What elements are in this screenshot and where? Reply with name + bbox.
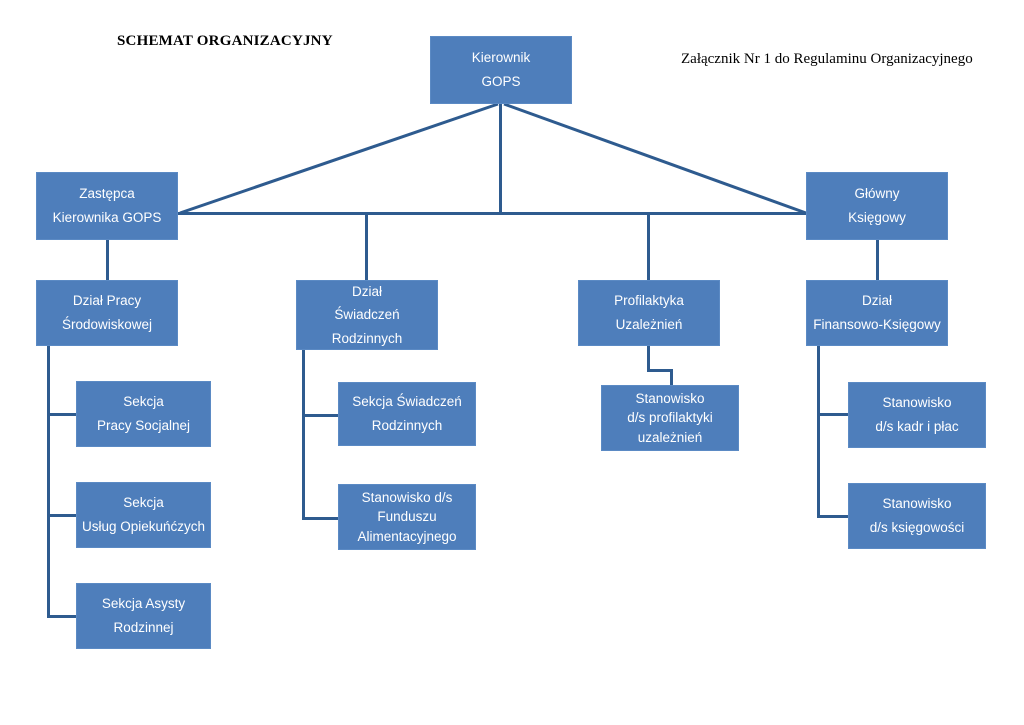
node-line-2: d/s profilaktyki bbox=[627, 410, 713, 426]
node-sekcja-pracy-socjalnej[interactable]: Sekcja Pracy Socjalnej bbox=[76, 381, 211, 447]
node-stanowisko-kadr-i-plac[interactable]: Stanowisko d/s kadr i płac bbox=[848, 382, 986, 448]
node-line-1: Sekcja bbox=[123, 394, 164, 410]
node-line-1: Dział bbox=[351, 283, 382, 299]
node-dzial-pracy-srodowiskowej[interactable]: Dział Pracy Środowiskowej bbox=[36, 280, 178, 346]
node-sekcja-uslug-opiekunczych[interactable]: Sekcja Usług Opiekuńćzych bbox=[76, 482, 211, 548]
connector-stub-sekcja-asysty bbox=[47, 615, 76, 618]
node-line-1: Stanowisko bbox=[882, 395, 952, 411]
node-zastepca-kierownika[interactable]: Zastępca Kierownika GOPS bbox=[36, 172, 178, 240]
connector-spine-dzial-pracy bbox=[47, 346, 50, 618]
node-line-2: d/s księgowości bbox=[869, 520, 965, 535]
node-line-2: Kierownika GOPS bbox=[52, 210, 162, 225]
connector-zastepca-to-dzial-pracy bbox=[106, 240, 109, 280]
node-line-1: Sekcja Świadczeń bbox=[352, 394, 462, 410]
connector-profilaktyka-elbow bbox=[647, 369, 673, 372]
connector-kierownik-to-bus bbox=[499, 104, 502, 214]
connector-stub-stanowisko-kadry bbox=[817, 413, 848, 416]
node-line-2: Pracy Socjalnej bbox=[96, 418, 191, 433]
node-line-1: Główny bbox=[854, 186, 900, 202]
node-line-1: Dział bbox=[861, 293, 892, 309]
connector-elbow-to-stanowisko-profilaktyki bbox=[670, 369, 673, 387]
node-line-1: Stanowisko bbox=[882, 496, 952, 512]
node-line-1: Zastępca bbox=[79, 186, 135, 202]
connector-stub-stanowisko-fa bbox=[302, 517, 338, 520]
node-dzial-finansowo-ksiegowy[interactable]: Dział Finansowo-Księgowy bbox=[806, 280, 948, 346]
node-line-1: Kierownik bbox=[471, 50, 531, 66]
node-line-1: Profilaktyka bbox=[614, 293, 684, 309]
node-line-1: Stanowisko d/s bbox=[361, 489, 453, 505]
node-line-3: Alimentacyjnego bbox=[357, 528, 457, 544]
node-line-3: Rodzinnych bbox=[331, 330, 403, 346]
node-line-1: Sekcja bbox=[123, 495, 164, 511]
node-line-2: d/s kadr i płac bbox=[875, 419, 959, 434]
node-dzial-swiadczen-rodzinnych[interactable]: Dział Świadczeń Rodzinnych bbox=[296, 280, 438, 350]
connector-glowny-ksiegowy-to-dzial-finansowy bbox=[876, 240, 879, 280]
connector-stub-stanowisko-ksiegowosci bbox=[817, 515, 848, 518]
connector-spine-dzial-finansowy bbox=[817, 346, 820, 518]
node-stanowisko-profilaktyki-uzaleznien[interactable]: Stanowisko d/s profilaktyki uzależnień bbox=[601, 385, 739, 451]
node-line-2: Świadczeń bbox=[334, 307, 400, 323]
node-line-2: Rodzinnej bbox=[113, 620, 174, 635]
connector-stub-sekcja-pracy bbox=[47, 413, 76, 416]
node-glowny-ksiegowy[interactable]: Główny Księgowy bbox=[806, 172, 948, 240]
node-line-2: Finansowo-Księgowy bbox=[813, 317, 941, 332]
annex-reference-note: Załącznik Nr 1 do Regulaminu Organizacyj… bbox=[681, 51, 973, 67]
node-sekcja-asysty-rodzinnej[interactable]: Sekcja Asysty Rodzinnej bbox=[76, 583, 211, 649]
node-line-2: Rodzinnych bbox=[371, 418, 443, 433]
connector-stub-sekcja-swiadczen bbox=[302, 414, 338, 417]
connector-bus-to-profilaktyka bbox=[647, 212, 650, 280]
node-line-2: Usług Opiekuńćzych bbox=[81, 519, 206, 534]
node-line-1: Stanowisko bbox=[635, 390, 705, 406]
node-kierownik-gops[interactable]: Kierownik GOPS bbox=[430, 36, 572, 104]
node-line-2: GOPS bbox=[481, 74, 521, 89]
node-stanowisko-funduszu-alimentacyjnego[interactable]: Stanowisko d/s Funduszu Alimentacyjnego bbox=[338, 484, 476, 550]
node-line-2: Księgowy bbox=[848, 210, 906, 225]
node-line-1: Dział Pracy bbox=[72, 293, 142, 309]
node-line-2: Środowiskowej bbox=[61, 317, 153, 332]
page-title: SCHEMAT ORGANIZACYJNY bbox=[117, 33, 333, 49]
node-line-2: Uzależnień bbox=[615, 317, 683, 332]
node-line-1: Sekcja Asysty bbox=[101, 596, 186, 612]
connector-spine-dzial-swiadczen bbox=[302, 350, 305, 520]
connector-horizontal-bus bbox=[178, 212, 808, 215]
connector-stub-sekcja-uslug bbox=[47, 514, 76, 517]
node-line-3: uzależnień bbox=[637, 429, 703, 445]
connector-bus-to-dzial-swiadczen bbox=[365, 212, 368, 280]
node-stanowisko-ksiegowosci[interactable]: Stanowisko d/s księgowości bbox=[848, 483, 986, 549]
connector-profilaktyka-drop bbox=[647, 346, 650, 372]
node-sekcja-swiadczen-rodzinnych[interactable]: Sekcja Świadczeń Rodzinnych bbox=[338, 382, 476, 446]
node-line-2: Funduszu bbox=[377, 509, 437, 525]
node-profilaktyka-uzaleznien[interactable]: Profilaktyka Uzależnień bbox=[578, 280, 720, 346]
